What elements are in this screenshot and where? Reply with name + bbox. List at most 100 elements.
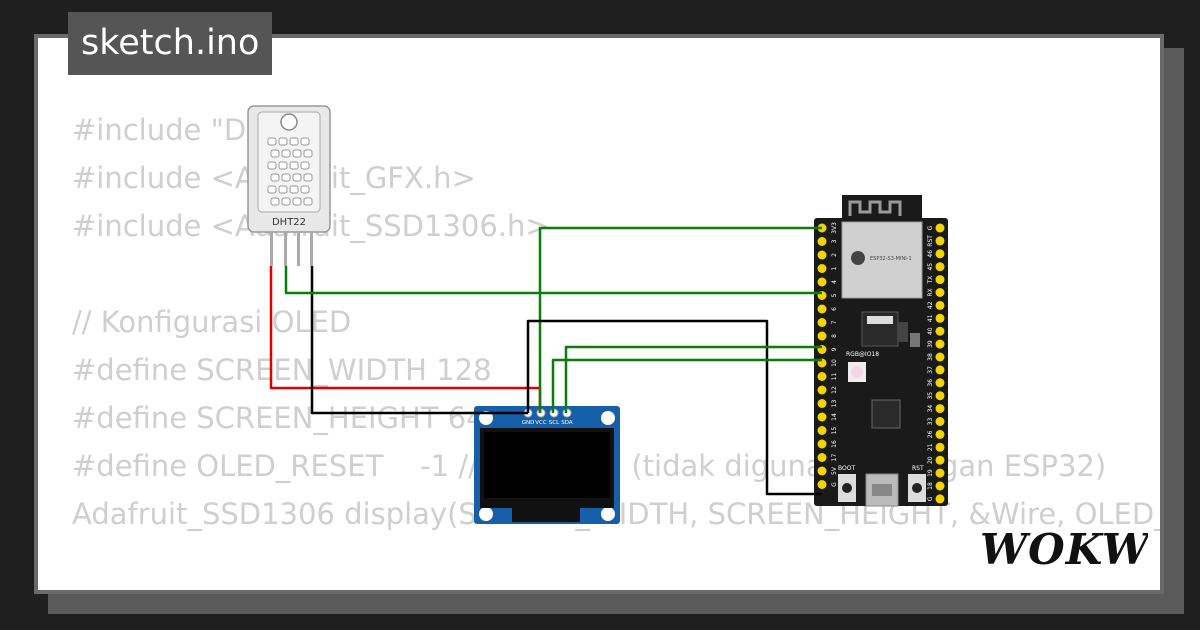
- esp32-left-pin[interactable]: [817, 250, 827, 260]
- esp32-right-pin-label: 45: [927, 263, 934, 271]
- esp32-right-pin[interactable]: [935, 262, 945, 272]
- esp32-left-pin-label: 16: [831, 440, 838, 448]
- esp32-right-pin[interactable]: [935, 249, 945, 259]
- esp32-right-pin[interactable]: [935, 275, 945, 285]
- esp32-left-pin-label: 14: [831, 413, 838, 421]
- esp32-left-pin-label: 17: [831, 454, 838, 462]
- esp32-right-pin[interactable]: [935, 455, 945, 465]
- wire-oled-vcc-3v3: [538, 226, 822, 413]
- rst-button[interactable]: [908, 474, 926, 502]
- esp32-right-pin[interactable]: [935, 378, 945, 388]
- esp32-left-pin-label: 10: [831, 359, 838, 367]
- esp32-right-pin[interactable]: [935, 326, 945, 336]
- wokwi-logo: WOKWi: [980, 525, 1148, 574]
- esp32-right-pin[interactable]: [935, 442, 945, 452]
- usb-port: [865, 473, 899, 507]
- module-label: ESP32-S3-MINI-1: [870, 256, 912, 262]
- esp32-left-pin-label: 12: [831, 386, 838, 394]
- esp32-left-pin[interactable]: [817, 264, 827, 273]
- rst-label: RST: [912, 465, 924, 472]
- esp32-left-pin-label: 1: [831, 266, 838, 270]
- esp32-right-pin[interactable]: [935, 481, 945, 491]
- esp32-left-pin[interactable]: [817, 304, 827, 314]
- esp32-right-pin[interactable]: [935, 494, 945, 504]
- esp32-left-pin[interactable]: [817, 237, 827, 246]
- esp32-right-pin-label: 21: [927, 443, 934, 451]
- esp32-left-pin-label: 3: [831, 239, 838, 243]
- esp32-left-pin[interactable]: [817, 331, 827, 341]
- wires: [269, 226, 822, 496]
- esp32-right-pin-label: 34: [927, 405, 934, 413]
- dht22-label: DHT22: [272, 217, 306, 228]
- esp32-left-pin[interactable]: [817, 426, 827, 435]
- esp32-right-pin-label: 41: [927, 314, 934, 322]
- esp32-right-pin[interactable]: [935, 417, 945, 426]
- wire-oled-scl: [551, 358, 822, 413]
- esp32-left-pin-label: 9: [831, 347, 838, 351]
- oled-pin-label: VCC: [535, 420, 547, 426]
- esp32-right-pin-label: 19: [927, 469, 934, 477]
- esp32-right-pin[interactable]: [935, 352, 945, 362]
- esp32-left-pin[interactable]: [817, 466, 827, 476]
- esp32-right-pin[interactable]: [935, 404, 945, 414]
- esp32-left-pin[interactable]: [817, 385, 827, 395]
- esp32-left-pin[interactable]: [817, 318, 827, 327]
- esp32-left-pin-label: 3V3: [831, 222, 838, 234]
- esp32-right-pin[interactable]: [935, 288, 945, 297]
- esp32-right-pin[interactable]: [935, 300, 945, 310]
- file-tab[interactable]: sketch.ino: [68, 12, 273, 75]
- esp32-left-pin-label: 4: [831, 280, 838, 284]
- oled-pin-label: GND: [522, 420, 535, 426]
- esp32-right-pin[interactable]: [935, 365, 945, 375]
- esp32-left-pin[interactable]: [817, 412, 827, 422]
- esp32-left-pin-label: 13: [831, 400, 838, 408]
- esp32-right-pin-label: 26: [927, 430, 934, 438]
- esp32-left-pin-label: 5: [831, 293, 838, 297]
- esp32-s3-board[interactable]: ESP32-S3-MINI-1 RGB@IO18 BOOT RST 3V3321…: [814, 195, 948, 507]
- esp32-right-pin-label: 40: [927, 327, 934, 335]
- rgb-led-label: RGB@IO18: [846, 351, 879, 358]
- esp32-right-pin[interactable]: [935, 391, 945, 401]
- esp32-right-pin-label: 36: [927, 379, 934, 387]
- esp32-right-pin-label: 37: [927, 366, 934, 374]
- esp32-left-pin-label: 6: [831, 307, 838, 311]
- esp32-left-pin[interactable]: [817, 439, 827, 449]
- esp32-right-pin-label: 35: [927, 392, 934, 400]
- esp32-right-pin-label: RX: [927, 288, 934, 296]
- esp32-left-pin[interactable]: [817, 453, 827, 462]
- esp32-right-pin-label: 46: [927, 250, 934, 258]
- esp32-right-pin[interactable]: [935, 223, 945, 233]
- esp32-left-pin[interactable]: [817, 480, 827, 489]
- esp32-right-pin-label: 39: [927, 340, 934, 348]
- esp32-right-pin-label: G: [927, 225, 934, 230]
- esp32-left-pin-label: 2: [831, 253, 838, 257]
- esp32-left-pin-label: 8: [831, 334, 838, 338]
- esp32-right-pin-label: RST: [927, 235, 934, 247]
- esp32-right-pin-label: TX: [927, 276, 934, 285]
- oled-pin-label: SCL: [549, 420, 560, 426]
- boot-label: BOOT: [838, 465, 855, 472]
- esp32-right-pin[interactable]: [935, 236, 945, 246]
- code-line: // Konfigurasi OLED: [72, 305, 352, 339]
- esp32-right-pin[interactable]: [935, 339, 945, 349]
- esp32-left-pin[interactable]: [817, 372, 827, 381]
- esp32-left-pin-label: 15: [831, 427, 838, 435]
- wire-dht-data: [284, 266, 822, 295]
- wire-oled-sda: [564, 345, 822, 413]
- esp32-left-pin-label: G: [831, 482, 838, 487]
- esp32-right-pin-label: 42: [927, 301, 934, 309]
- esp32-left-pin-label: 11: [831, 373, 838, 381]
- esp32-right-pin-label: 18: [927, 482, 934, 490]
- esp32-left-pin[interactable]: [817, 399, 827, 408]
- esp32-right-pin[interactable]: [935, 429, 945, 439]
- esp32-left-pin[interactable]: [817, 277, 827, 287]
- dht22-sensor[interactable]: DHT22: [247, 105, 331, 266]
- boot-button[interactable]: [838, 474, 856, 502]
- esp32-right-pin[interactable]: [935, 313, 945, 323]
- esp32-left-pin-label: 7: [831, 320, 838, 324]
- esp32-right-pin[interactable]: [935, 468, 945, 478]
- esp32-right-pin-label: 38: [927, 353, 934, 361]
- esp32-right-pin-label: G: [927, 496, 934, 501]
